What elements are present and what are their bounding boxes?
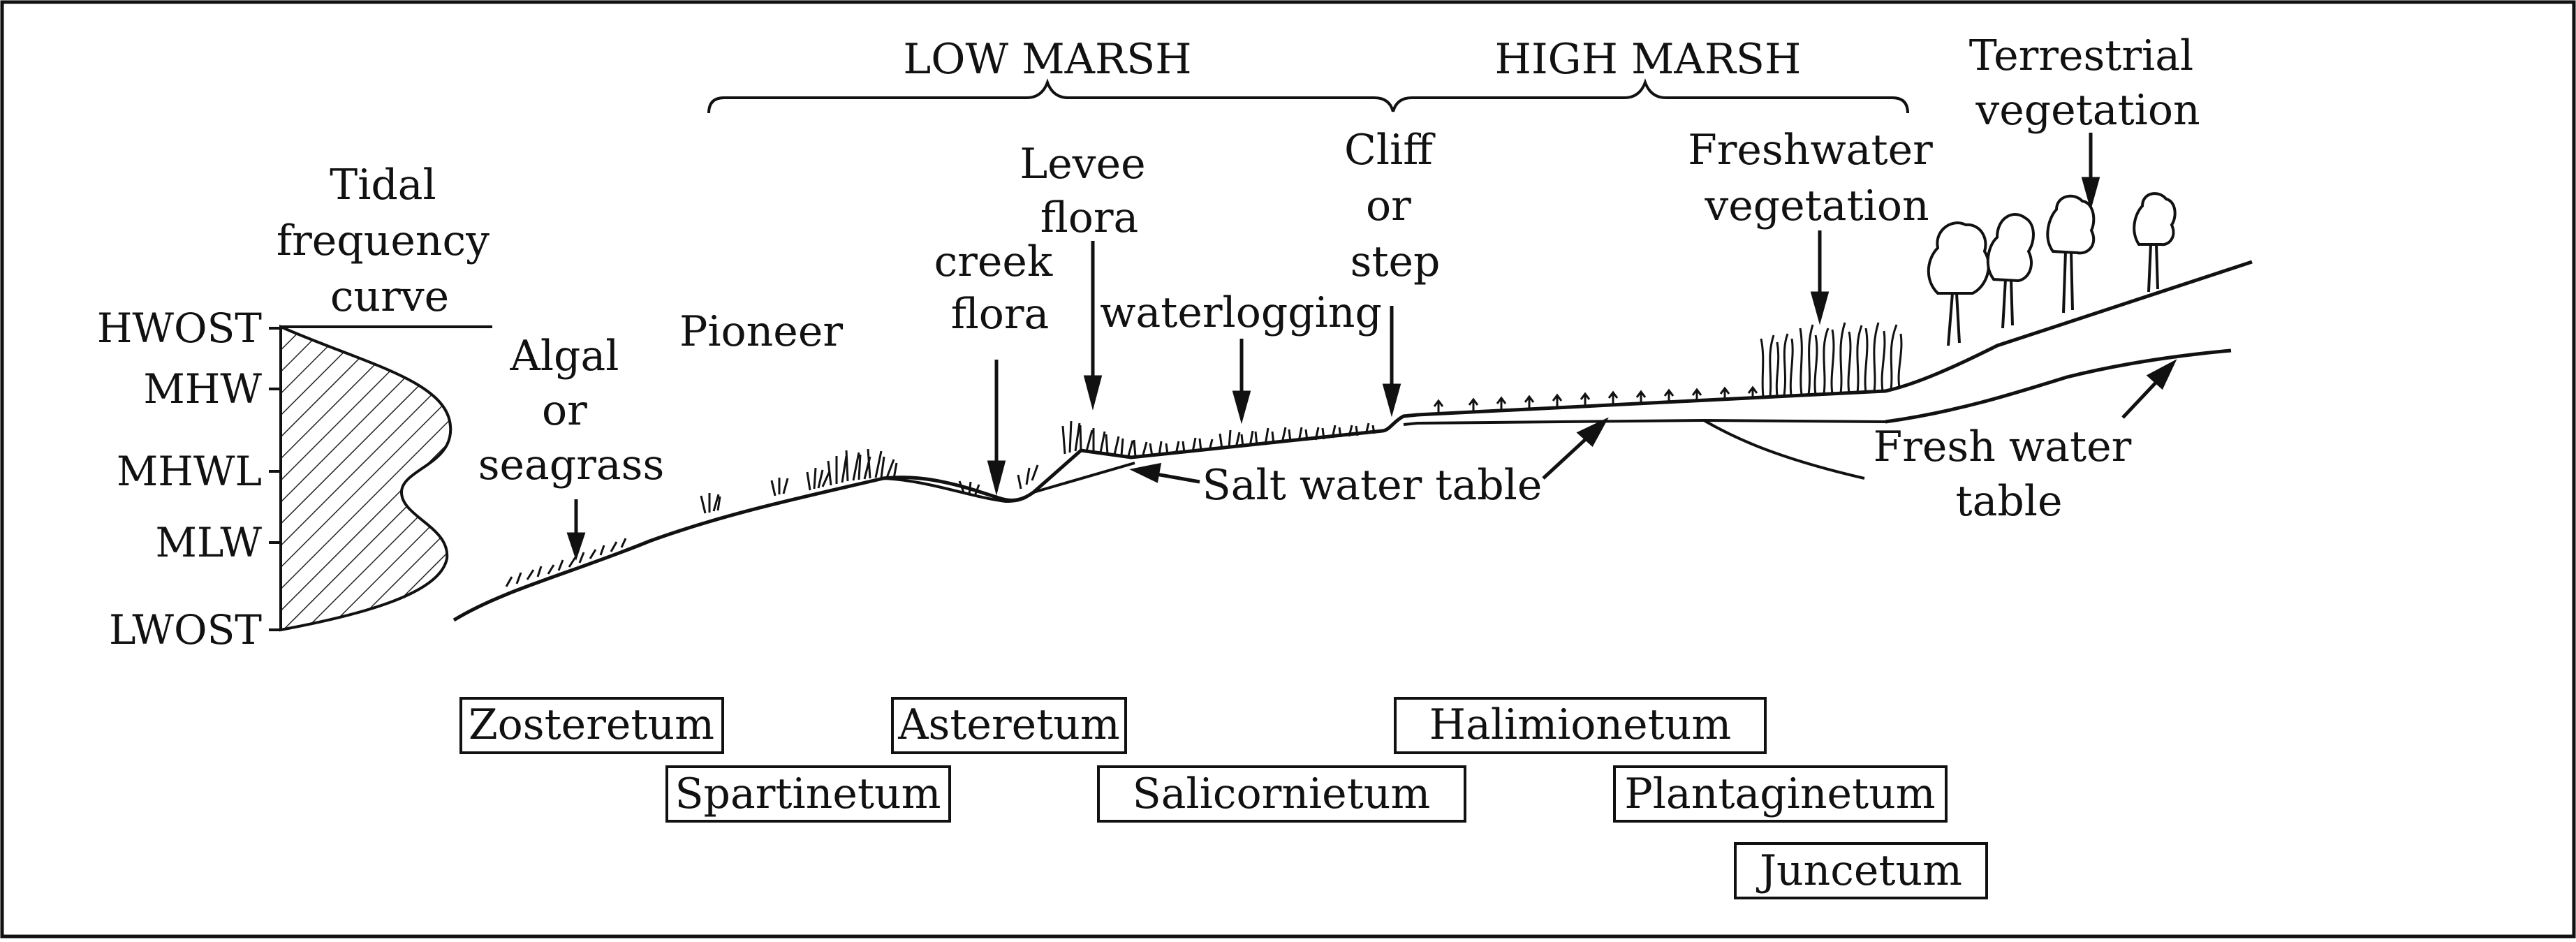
community-salicornietum: Salicornietum: [1133, 770, 1431, 818]
cliff-label: Cliff or step: [1344, 126, 1446, 286]
salt-water-table-line: [1033, 418, 1886, 494]
pioneer-vegetation: [700, 448, 898, 514]
fresh-water-table-label: Fresh water table: [1874, 422, 2145, 526]
creek-flora-label: creek flora: [934, 237, 1066, 339]
community-zosteretum: Zosteretum: [469, 700, 714, 749]
community-boxes: Zosteretum Spartinetum Asteretum Salicor…: [459, 697, 1988, 899]
freshwater-reeds: [1760, 322, 1903, 397]
algal-seagrass-vegetation: [505, 538, 627, 587]
level-lwost: LWOST: [109, 606, 262, 654]
salt-water-table-label: Salt water table: [1202, 461, 1543, 510]
low-marsh-bracket: [707, 78, 1394, 114]
community-box-zosteretum: Zosteretum: [459, 697, 724, 754]
level-mhwl: MHWL: [117, 448, 262, 495]
levee-waterlogging-vegetation: [1061, 420, 1376, 458]
levee-flora-label: Levee flora: [1020, 140, 1158, 242]
terrestrial-vegetation-label: Terrestrial vegetation: [1969, 31, 2207, 135]
community-box-plantaginetum: Plantaginetum: [1613, 765, 1948, 823]
waterlogging-label: waterlogging: [1100, 288, 1382, 337]
annotation-arrows: [566, 133, 2177, 561]
pioneer-label: Pioneer: [679, 307, 843, 356]
arrow-salt-table-right: [1542, 435, 1590, 480]
high-marsh-label: HIGH MARSH: [1495, 35, 1802, 84]
creek-sediment-line: [883, 477, 1027, 503]
community-halimionetum: Halimionetum: [1429, 700, 1731, 749]
community-spartinetum: Spartinetum: [675, 770, 941, 818]
ground-profile: [452, 260, 2253, 622]
high-marsh-vegetation: [1433, 385, 1758, 412]
level-hwost: HWOST: [97, 304, 262, 352]
tidal-curve-title: Tidal frequency curve: [277, 161, 503, 321]
low-marsh-label: LOW MARSH: [903, 35, 1191, 84]
algal-label: Algal or seagrass: [478, 332, 665, 490]
community-box-asteretum: Asteretum: [891, 697, 1127, 754]
tidal-curve-shape: [279, 324, 452, 632]
terrestrial-trees: [1927, 192, 2177, 346]
community-box-halimionetum: Halimionetum: [1394, 697, 1767, 754]
community-box-juncetum: Juncetum: [1734, 842, 1988, 899]
community-juncetum: Juncetum: [1756, 846, 1962, 895]
community-box-salicornietum: Salicornietum: [1097, 765, 1466, 823]
arrow-salt-table: [1151, 471, 1200, 484]
salt-water-wedge: [1703, 419, 1865, 480]
high-marsh-bracket: [1392, 78, 1909, 114]
level-mhw: MHW: [143, 365, 262, 413]
level-mlw: MLW: [156, 519, 263, 566]
tidal-frequency-curve: HWOST MHW MHWL MLW LWOST Tidal frequency…: [97, 161, 503, 654]
community-box-spartinetum: Spartinetum: [665, 765, 951, 823]
creek-flora-vegetation: [958, 464, 1039, 496]
fresh-water-table-line: [1885, 348, 2232, 424]
arrow-fresh-table: [2121, 379, 2159, 419]
community-asteretum: Asteretum: [897, 700, 1120, 749]
freshwater-vegetation-label: Freshwater vegetation: [1688, 126, 1946, 230]
community-plantaginetum: Plantaginetum: [1624, 770, 1935, 818]
